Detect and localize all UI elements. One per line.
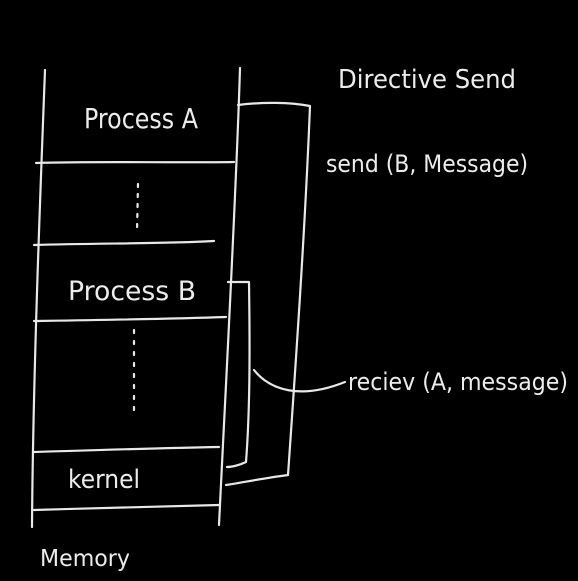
send-call-label: send (B, Message)	[326, 150, 528, 178]
kernel-label: kernel	[68, 465, 140, 495]
receive-call-label: reciev (A, message)	[348, 368, 568, 396]
memory-label: Memory	[40, 546, 130, 572]
divider-5	[32, 503, 221, 512]
memory-left-wall	[30, 68, 47, 529]
process-b-label: Process B	[68, 276, 196, 307]
divider-1	[34, 160, 236, 165]
divider-4	[32, 445, 221, 454]
diagram-title: Directive Send	[338, 65, 516, 95]
divider-2	[32, 239, 216, 247]
process-a-label: Process A	[84, 102, 198, 135]
receive-bracket	[225, 280, 251, 469]
memory-right-wall	[217, 66, 242, 527]
divider-3	[32, 315, 228, 323]
receive-connector	[252, 368, 347, 393]
ellipsis-dots-upper	[135, 182, 140, 234]
send-bracket	[224, 101, 312, 487]
